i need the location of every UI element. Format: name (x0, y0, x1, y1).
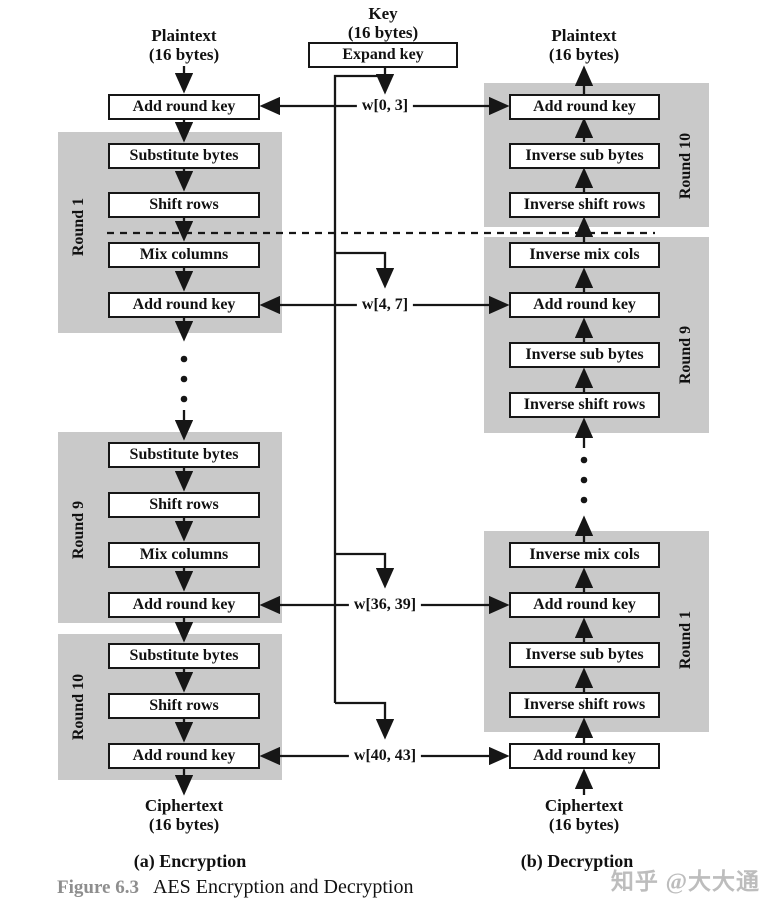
enc-plaintext-label: Plaintext (16 bytes) (148, 26, 220, 64)
enc-r1-shift-rows: Shift rows (108, 192, 260, 218)
enc-round1-label: Round 1 (70, 197, 87, 257)
enc-r1-substitute-bytes: Substitute bytes (108, 143, 260, 169)
ellipsis-dots (180, 355, 588, 504)
enc-r9-substitute-bytes: Substitute bytes (108, 442, 260, 468)
dec-ciphertext-label: Ciphertext (16 bytes) (544, 796, 624, 834)
dec-r9-add-round-key: Add round key (509, 292, 660, 318)
enc-round9-label: Round 9 (70, 500, 87, 560)
dec-round1-label: Round 1 (677, 610, 694, 670)
figure-caption: Figure 6.3 AES Encryption and Decryption (57, 876, 413, 899)
key-label: Key (16 bytes) (347, 4, 419, 42)
enc-round10-label: Round 10 (70, 673, 87, 741)
watermark: 知乎 @大大通 (610, 869, 760, 894)
round-key-w36-39: w[36, 39] (348, 594, 422, 616)
enc-ciphertext-label: Ciphertext (16 bytes) (144, 796, 224, 834)
figure-number: Figure 6.3 (57, 877, 139, 898)
enc-r9-shift-rows: Shift rows (108, 492, 260, 518)
dec-final-add-round-key: Add round key (509, 743, 660, 769)
dec-plaintext-label: Plaintext (16 bytes) (548, 26, 620, 64)
enc-r10-add-round-key: Add round key (108, 743, 260, 769)
dec-r1-add-round-key: Add round key (509, 592, 660, 618)
round-key-arrows (259, 96, 510, 766)
dec-round9-label: Round 9 (677, 325, 694, 385)
round-key-w0-3: w[0, 3] (356, 95, 414, 117)
dec-r10-inverse-sub-bytes: Inverse sub bytes (509, 143, 660, 169)
enc-initial-add-round-key: Add round key (108, 94, 260, 120)
dec-r9-inverse-mix-cols: Inverse mix cols (509, 242, 660, 268)
dec-r1-inverse-shift-rows: Inverse shift rows (509, 692, 660, 718)
dec-r10-inverse-shift-rows: Inverse shift rows (509, 192, 660, 218)
dec-r9-inverse-shift-rows: Inverse shift rows (509, 392, 660, 418)
enc-r1-add-round-key: Add round key (108, 292, 260, 318)
encryption-caption: (a) Encryption (133, 851, 247, 871)
round-key-w40-43: w[40, 43] (348, 745, 422, 767)
key-schedule-lines (333, 68, 395, 740)
enc-r10-substitute-bytes: Substitute bytes (108, 643, 260, 669)
enc-r9-add-round-key: Add round key (108, 592, 260, 618)
enc-r1-mix-columns: Mix columns (108, 242, 260, 268)
enc-r10-shift-rows: Shift rows (108, 693, 260, 719)
dec-r9-inverse-sub-bytes: Inverse sub bytes (509, 342, 660, 368)
dec-r10-add-round-key: Add round key (509, 94, 660, 120)
round-key-w4-7: w[4, 7] (356, 294, 414, 316)
dec-r1-inverse-sub-bytes: Inverse sub bytes (509, 642, 660, 668)
dec-round10-label: Round 10 (677, 132, 694, 200)
enc-r9-mix-columns: Mix columns (108, 542, 260, 568)
dec-r1-inverse-mix-cols: Inverse mix cols (509, 542, 660, 568)
decryption-caption: (b) Decryption (520, 851, 634, 871)
figure-title: AES Encryption and Decryption (152, 876, 414, 898)
expand-key-box: Expand key (308, 42, 458, 68)
